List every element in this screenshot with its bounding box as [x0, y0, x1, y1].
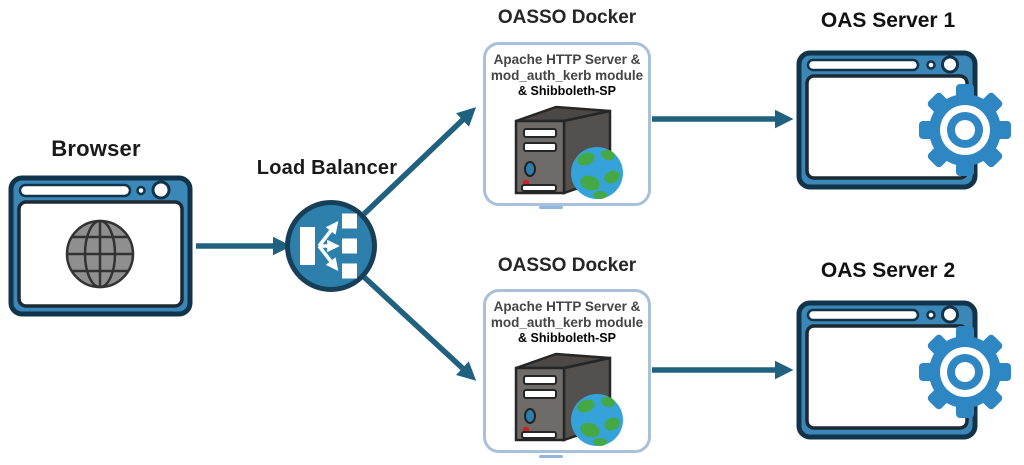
- apache-line2: mod_auth_kerb module: [490, 68, 644, 83]
- docker-bottom-underline: [539, 455, 563, 458]
- arrow-lb-to-docker-top: [362, 107, 477, 216]
- browser-label: Browser: [51, 136, 141, 161]
- gear-icon: [919, 326, 1011, 418]
- docker-top-underline: [539, 206, 563, 209]
- oas-server-2-label: OAS Server 2: [820, 259, 956, 282]
- apache-line1: Apache HTTP Server &: [493, 52, 641, 67]
- gear-icon: [919, 84, 1011, 176]
- server-tower-icon: [514, 352, 623, 446]
- docker-top-title: OASSO Docker: [497, 7, 637, 28]
- load-balancer-icon: [285, 200, 377, 292]
- globe-icon: [65, 219, 135, 289]
- docker-top-box: Apache HTTP Server &mod_auth_kerb module…: [483, 42, 651, 206]
- docker-bottom-box: Apache HTTP Server &mod_auth_kerb module…: [483, 289, 651, 453]
- docker-top-shibboleth-text: & Shibboleth-SP: [518, 84, 616, 98]
- arrow-lb-to-docker-bottom: [362, 274, 477, 381]
- earth-globe-icon: [571, 394, 623, 446]
- docker-top-apache-text: Apache HTTP Server &mod_auth_kerb module: [486, 52, 648, 84]
- load-balancer-label: Load Balancer: [256, 157, 398, 179]
- earth-globe-icon: [571, 147, 623, 199]
- oas-server-2-window-icon: [796, 300, 1011, 440]
- docker-bottom-apache-text: Apache HTTP Server &mod_auth_kerb module: [486, 299, 648, 331]
- apache-line1: Apache HTTP Server &: [493, 299, 641, 314]
- docker-bottom-title: OASSO Docker: [497, 255, 637, 276]
- oas-server-1-label: OAS Server 1: [820, 9, 956, 32]
- server-tower-icon: [514, 105, 623, 199]
- docker-bottom-shibboleth-text: & Shibboleth-SP: [518, 331, 616, 345]
- oas-server-1-window-icon: [796, 50, 1011, 190]
- browser-window-icon: [8, 175, 193, 317]
- apache-line2: mod_auth_kerb module: [490, 315, 644, 330]
